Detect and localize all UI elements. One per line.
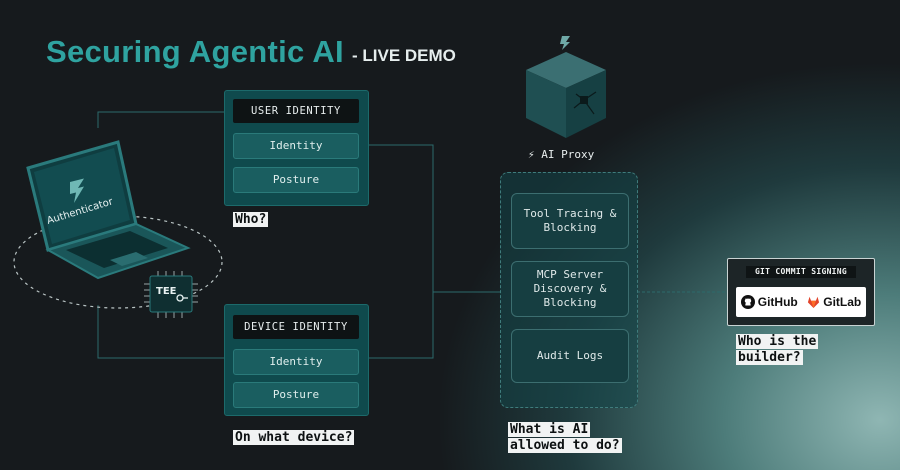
ai-proxy-label: ⚡ AI Proxy xyxy=(528,148,594,161)
user-identity-panel: USER IDENTITY Identity Posture xyxy=(224,90,369,206)
github-label: GitHub xyxy=(757,295,798,309)
user-identity-header: USER IDENTITY xyxy=(233,99,359,123)
user-identity-item: Identity xyxy=(233,133,359,159)
device-identity-question: On what device? xyxy=(233,430,355,445)
git-question-line1: Who is the xyxy=(736,334,819,349)
git-signing-box: GIT COMMIT SIGNING GitHub GitLab xyxy=(727,258,875,326)
mcp-discovery-item: MCP Server Discovery & Blocking xyxy=(511,261,629,317)
ai-proxy-logo-icon: ⚡ xyxy=(528,148,535,161)
user-posture-item: Posture xyxy=(233,167,359,193)
tee-chip-text: TEE xyxy=(156,286,177,297)
ai-proxy-cube-icon xyxy=(526,36,606,138)
tee-chip-icon: TEE xyxy=(144,271,198,318)
user-identity-question: Who? xyxy=(233,212,269,227)
github-icon xyxy=(740,295,755,309)
page-subtitle: - LIVE DEMO xyxy=(352,46,456,65)
gitlab-icon xyxy=(808,296,820,308)
device-identity-header: DEVICE IDENTITY xyxy=(233,315,359,339)
page-title: Securing Agentic AI xyxy=(46,34,344,69)
device-identity-panel: DEVICE IDENTITY Identity Posture xyxy=(224,304,369,416)
ai-proxy-question-line2: allowed to do? xyxy=(508,438,622,453)
git-provider-logos: GitHub GitLab xyxy=(736,287,866,317)
laptop-icon: Authenticator xyxy=(26,140,191,280)
gitlab-logo: GitLab xyxy=(807,295,861,309)
git-question-line2: builder? xyxy=(736,350,803,365)
device-posture-item: Posture xyxy=(233,382,359,408)
audit-logs-item: Audit Logs xyxy=(511,329,629,383)
ai-proxy-question-line1: What is AI xyxy=(508,422,591,437)
github-logo: GitHub xyxy=(740,295,798,309)
ai-proxy-label-text: AI Proxy xyxy=(541,148,595,161)
ai-proxy-box: Tool Tracing & Blocking MCP Server Disco… xyxy=(500,172,638,408)
gitlab-label: GitLab xyxy=(823,295,862,309)
git-signing-header: GIT COMMIT SIGNING xyxy=(746,266,856,278)
tool-tracing-item: Tool Tracing & Blocking xyxy=(511,193,629,249)
device-identity-item: Identity xyxy=(233,349,359,375)
